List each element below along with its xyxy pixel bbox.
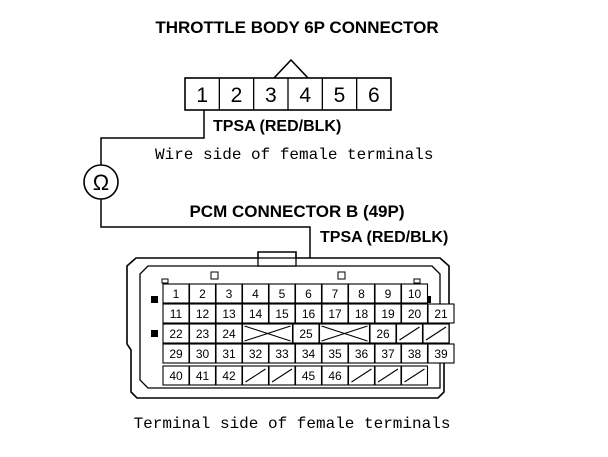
- pcm-connector-latch: [257, 257, 297, 267]
- pcm-key-left-mid: [151, 330, 158, 337]
- pcm-terminal-16: 16: [302, 307, 316, 321]
- pcm-terminal-1: 1: [173, 287, 180, 301]
- pcm-terminal-31: 31: [222, 347, 236, 361]
- pcm-terminal-18: 18: [355, 307, 369, 321]
- pcm-cell: [427, 303, 455, 324]
- pcm-terminal-34: 34: [302, 347, 316, 361]
- pcm-cell-blank-mark: [271, 368, 293, 383]
- pcm-terminal-15: 15: [275, 307, 289, 321]
- pcm-terminal-23: 23: [196, 327, 210, 341]
- pcm-notch-2: [337, 271, 346, 280]
- pcm-terminal-36: 36: [355, 347, 369, 361]
- pcm-cell: [400, 283, 429, 304]
- throttle-terminal-6: 6: [368, 84, 380, 107]
- pcm-terminal-13: 13: [222, 307, 236, 321]
- throttle-terminal-4: 4: [299, 84, 311, 107]
- wire-side-caption: Wire side of female terminals: [155, 146, 433, 164]
- pcm-terminal-32: 32: [249, 347, 263, 361]
- test-leads: Ω: [83, 110, 311, 306]
- pcm-cell-blank-mark: [399, 326, 420, 341]
- pcm-terminal-11: 11: [170, 307, 183, 321]
- pcm-terminal-2: 2: [199, 287, 206, 301]
- pcm-terminal-12: 12: [196, 307, 210, 321]
- pcm-terminal-6: 6: [305, 287, 312, 301]
- throttle-terminal-1: 1: [196, 84, 208, 107]
- pcm-cell-blank-mark: [245, 368, 266, 383]
- pcm-terminal-19: 19: [381, 307, 395, 321]
- throttle-terminal-3: 3: [265, 84, 277, 107]
- pcm-terminal-24: 24: [222, 327, 236, 341]
- pcm-cell-blank-mark: [321, 325, 368, 342]
- throttle-connector-title: THROTTLE BODY 6P CONNECTOR: [155, 18, 438, 37]
- tpsa-label-pcm: TPSA (RED/BLK): [320, 229, 448, 246]
- pcm-terminal-21: 21: [434, 307, 448, 321]
- pcm-cell-blank-mark: [404, 368, 425, 383]
- pcm-key-left-top: [151, 296, 158, 303]
- pcm-terminal-40: 40: [169, 369, 183, 383]
- pcm-terminal-17: 17: [328, 307, 342, 321]
- pcm-terminal-45: 45: [302, 369, 316, 383]
- ohmmeter-symbol: Ω: [93, 170, 109, 195]
- throttle-terminal-5: 5: [334, 84, 346, 107]
- ohmmeter-icon: [83, 164, 119, 200]
- pcm-terminal-9: 9: [385, 287, 392, 301]
- throttle-terminal-2: 2: [231, 84, 243, 107]
- pcm-terminal-37: 37: [381, 347, 395, 361]
- pcm-notch-3: [161, 278, 169, 284]
- pcm-terminal-10: 10: [408, 287, 422, 301]
- pcm-notch-1: [210, 271, 219, 280]
- pcm-terminal-7: 7: [332, 287, 339, 301]
- pcm-terminal-26: 26: [376, 327, 390, 341]
- terminal-side-caption: Terminal side of female terminals: [134, 415, 451, 433]
- pcm-terminal-4: 4: [252, 287, 259, 301]
- pcm-cell: [427, 343, 455, 364]
- pcm-terminal-20: 20: [408, 307, 422, 321]
- pcm-terminal-5: 5: [279, 287, 286, 301]
- pcm-terminal-25: 25: [299, 327, 313, 341]
- pcm-cell-blank-mark: [244, 325, 291, 342]
- throttle-connector-dividers: [218, 78, 358, 110]
- pcm-terminal-41: 41: [196, 369, 210, 383]
- pcm-terminal-33: 33: [275, 347, 289, 361]
- pcm-terminal-39: 39: [434, 347, 448, 361]
- pcm-terminal-3: 3: [226, 287, 233, 301]
- test-lead-1: [100, 110, 205, 165]
- pcm-notch-4: [413, 278, 421, 284]
- pcm-terminal-30: 30: [196, 347, 210, 361]
- pcm-terminal-22: 22: [169, 327, 183, 341]
- pcm-terminal-29: 29: [169, 347, 183, 361]
- pcm-terminal-35: 35: [328, 347, 342, 361]
- pcm-connector-inner: [139, 265, 441, 389]
- pcm-cell-blank-mark: [351, 368, 372, 383]
- pcm-cell-blank-mark: [377, 368, 399, 383]
- tpsa-label-throttle: TPSA (RED/BLK): [213, 118, 341, 135]
- pcm-terminal-42: 42: [222, 369, 236, 383]
- pcm-terminal-38: 38: [408, 347, 422, 361]
- connector-key: [273, 58, 309, 79]
- pcm-terminal-14: 14: [249, 307, 263, 321]
- pcm-cell-blank-mark: [425, 326, 447, 341]
- pcm-terminal-8: 8: [358, 287, 365, 301]
- pcm-terminal-46: 46: [328, 369, 342, 383]
- pcm-connector-title: PCM CONNECTOR B (49P): [189, 202, 404, 221]
